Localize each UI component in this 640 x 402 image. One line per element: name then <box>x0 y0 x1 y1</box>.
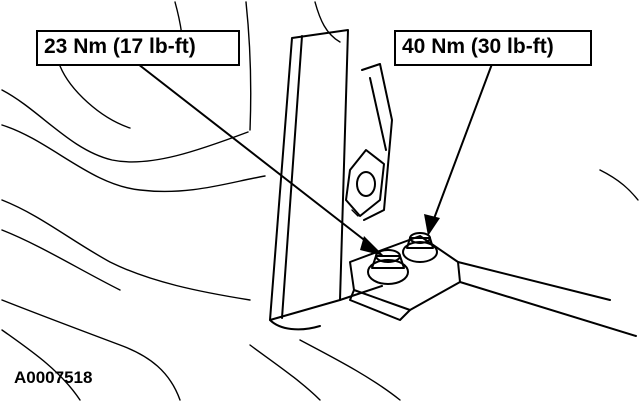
mounting-plate <box>349 235 637 337</box>
bolt-front <box>367 249 409 285</box>
hinge-assembly <box>345 63 393 221</box>
figure-id-label: A0007518 <box>14 368 93 387</box>
torque-callout-right-text: 40 Nm (30 lb-ft) <box>402 35 554 58</box>
torque-callout-left-text: 23 Nm (17 lb-ft) <box>44 35 196 58</box>
torque-callout-left: 23 Nm (17 lb-ft) <box>36 30 240 66</box>
leader-line-right <box>424 63 493 236</box>
torque-callout-right: 40 Nm (30 lb-ft) <box>394 30 592 66</box>
bolt-rear <box>402 232 438 263</box>
leader-line-left <box>137 63 384 256</box>
